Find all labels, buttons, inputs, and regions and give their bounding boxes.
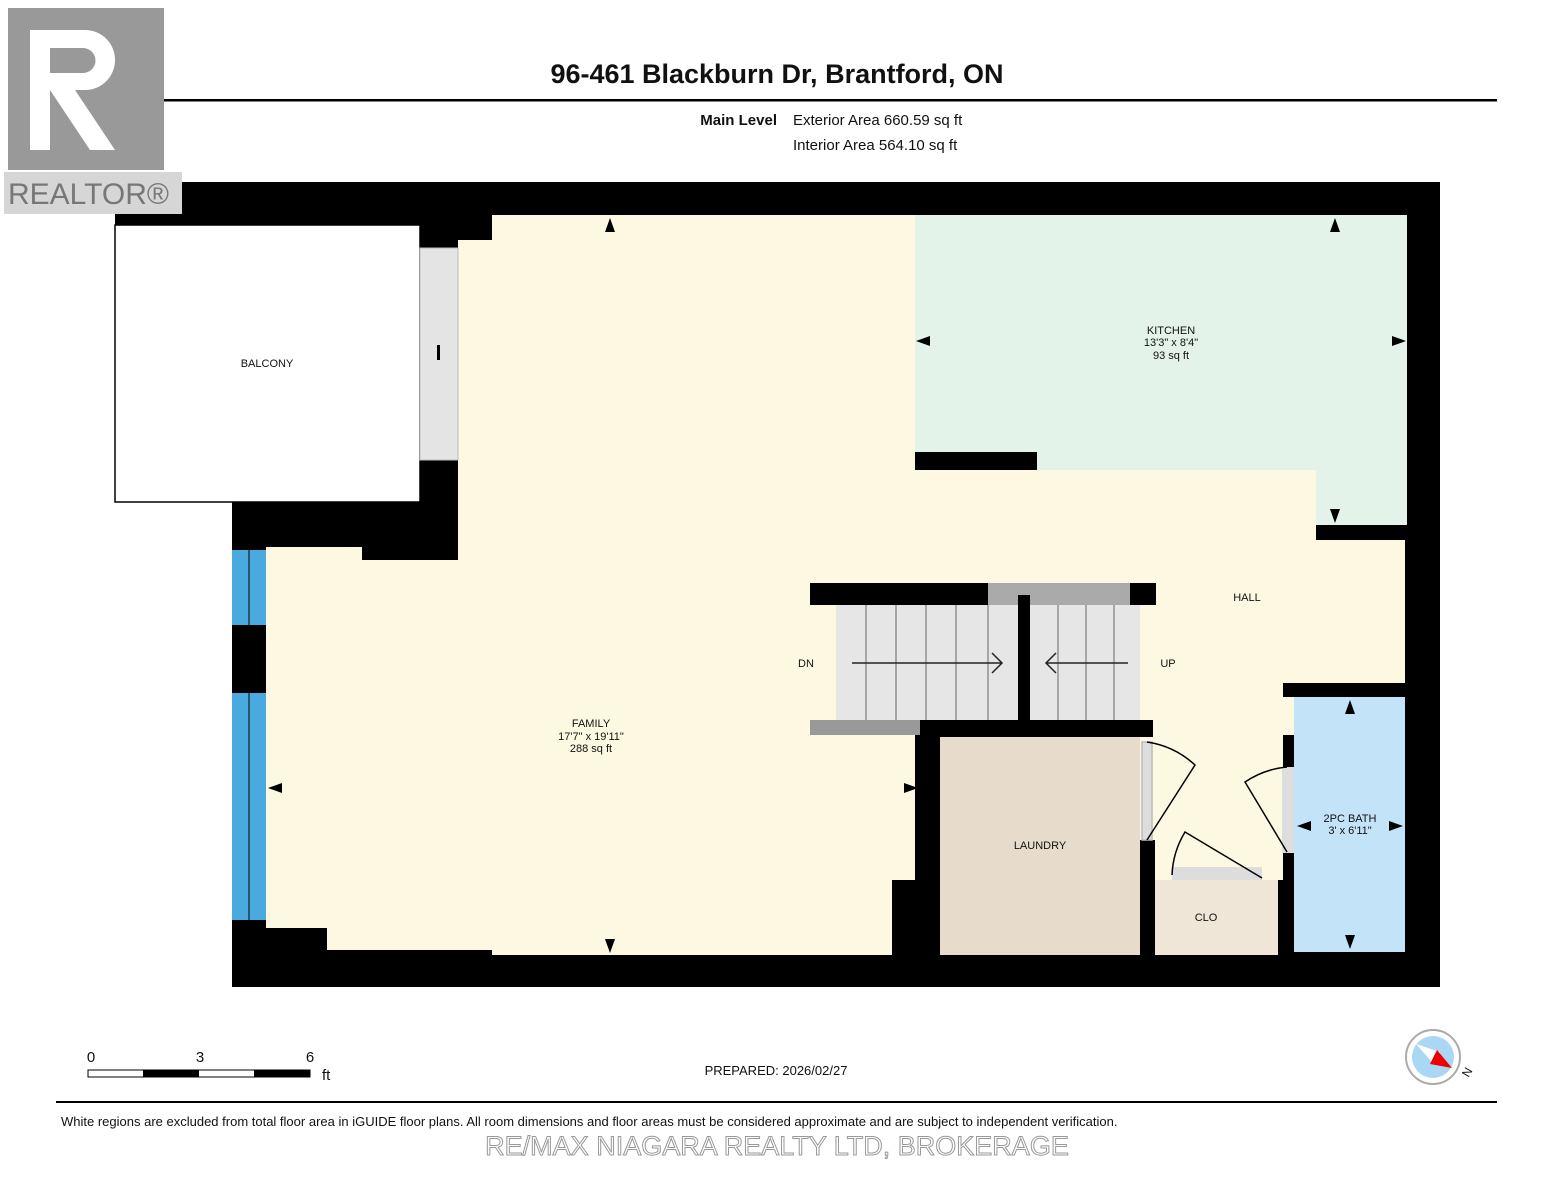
label-laundry: LAUNDRY [1014,840,1067,852]
staircase [810,583,1156,737]
room-balcony [114,224,421,503]
dimension-arrows [268,218,1406,953]
stairs-up-label: UP [1160,658,1175,670]
exterior-area: Exterior Area 660.59 sq ft [793,112,963,129]
level-name: Main Level [700,112,777,129]
prepared-date: PREPARED: 2026/02/27 [705,1063,848,1078]
label-kitchen: KITCHEN [1147,325,1195,337]
room-closet [1155,880,1278,955]
svg-text:3: 3 [196,1049,204,1066]
compass-icon: N [1405,1029,1475,1085]
disclaimer: White regions are excluded from total fl… [61,1114,1117,1129]
kitchen-dims: 13'3" x 8'4" [1144,337,1198,349]
label-balcony: BALCONY [241,358,294,370]
footer-divider [56,1101,1497,1103]
room-laundry [940,737,1140,955]
svg-text:N: N [1459,1065,1475,1080]
room-bath [1294,697,1405,952]
label-hall: HALL [1233,592,1261,604]
stairs-down-label: DN [798,658,814,670]
interior-area: Interior Area 564.10 sq ft [793,137,958,154]
realtor-logo-text: REALTOR® [8,178,169,211]
svg-text:6: 6 [306,1049,314,1066]
label-closet: CLO [1195,912,1218,924]
realtor-logo: REALTOR® [4,8,182,214]
svg-text:0: 0 [87,1049,95,1066]
kitchen-area: 93 sq ft [1153,350,1189,362]
svg-text:ft: ft [322,1067,331,1084]
brokerage-watermark: RE/MAX NIAGARA REALTY LTD, BROKERAGE [485,1131,1069,1161]
header-divider [56,99,1497,102]
family-area: 288 sq ft [570,743,612,755]
page-title: 96-461 Blackburn Dr, Brantford, ON [550,59,1003,89]
label-bath: 2PC BATH [1324,813,1377,825]
bath-dims: 3' x 6'11" [1328,825,1371,837]
scale-bar: 0 3 6 ft [87,1049,331,1084]
family-dims: 17'7" x 19'11" [558,731,624,743]
room-kitchen [915,215,1407,525]
counter [915,452,1037,470]
label-family: FAMILY [572,718,611,730]
door-swings [1141,741,1288,879]
